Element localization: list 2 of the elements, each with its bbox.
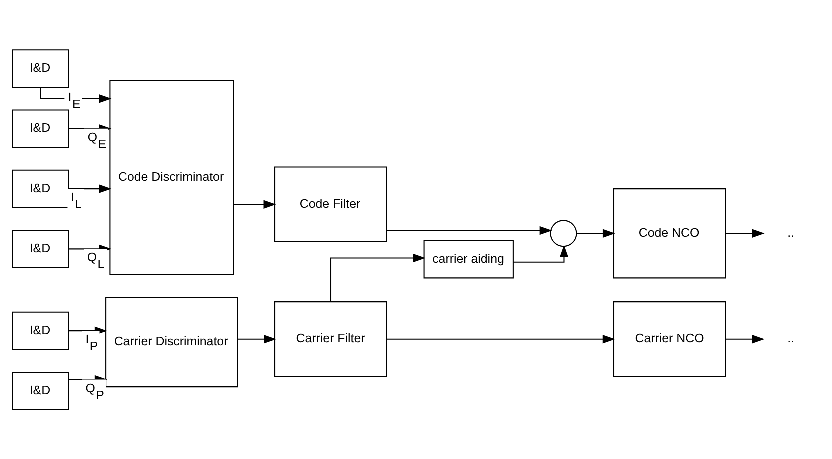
node-text: .. — [788, 225, 795, 240]
node-text: .. — [788, 331, 795, 346]
